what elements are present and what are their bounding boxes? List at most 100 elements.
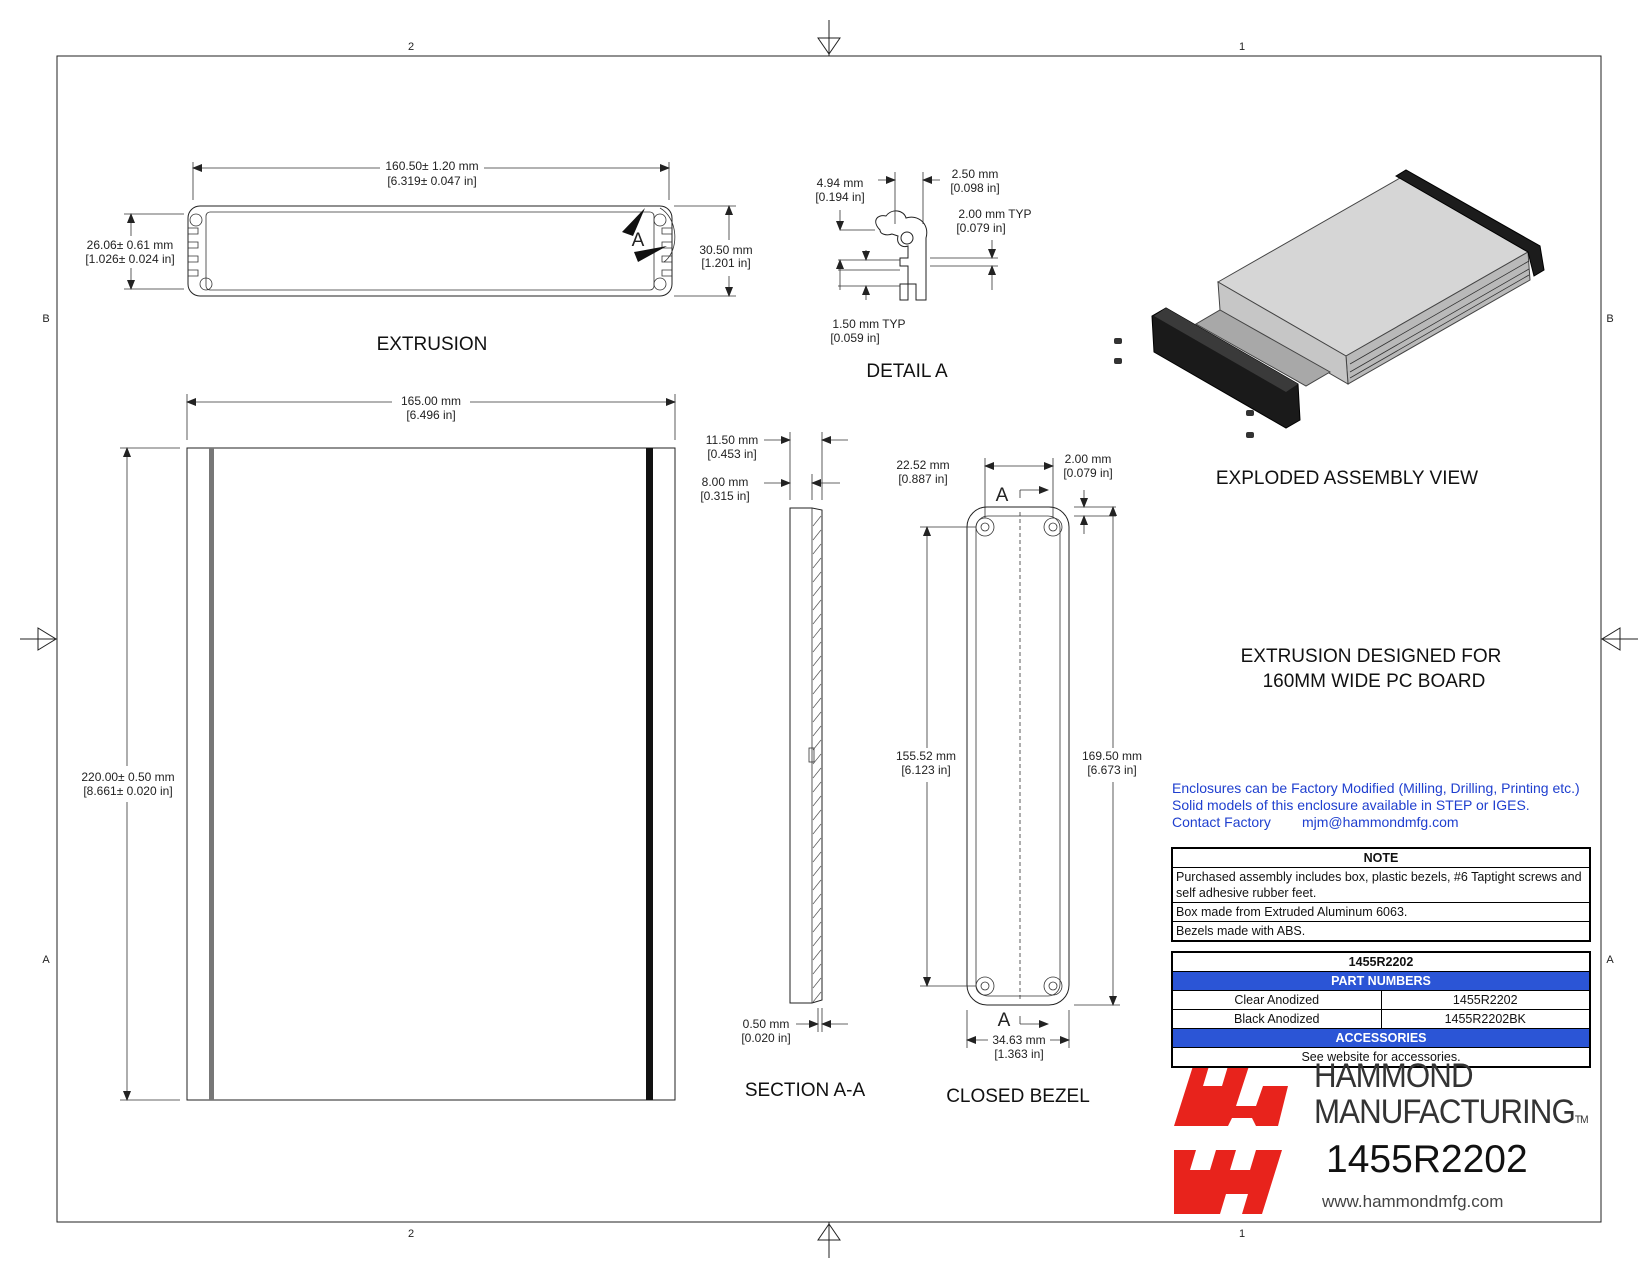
detail-a-d4-in: [0.059 in] xyxy=(830,331,879,345)
brand-name-line2-text: MANUFACTURING xyxy=(1314,1093,1576,1131)
note-table-header: NOTE xyxy=(1363,851,1399,865)
detail-a-title: DETAIL A xyxy=(866,361,948,382)
bezel-d5-in: [1.363 in] xyxy=(994,1047,1043,1061)
part-number-cell: 1455R2202 xyxy=(1452,993,1518,1007)
bezel-d1-mm: 22.52 mm xyxy=(896,458,949,472)
top-view-dim-length xyxy=(120,447,180,1101)
brand-part-number: 1455R2202 xyxy=(1326,1138,1528,1181)
brand-website-link[interactable]: www.hammondmfg.com xyxy=(1322,1192,1504,1211)
section-a-a-view xyxy=(789,507,823,1004)
section-hatch-line xyxy=(812,529,822,541)
section-hatch-line xyxy=(812,725,822,737)
section-hatch-line xyxy=(812,851,822,863)
detail-a-d4-mm: 1.50 mm TYP xyxy=(832,317,905,331)
accessories-label: ACCESSORIES xyxy=(1173,1028,1589,1047)
section-hatch-line xyxy=(812,781,822,793)
zone-label-top-1: 1 xyxy=(1239,41,1245,53)
section-d3-in: [0.020 in] xyxy=(741,1031,790,1045)
zone-label-left-b: B xyxy=(42,313,49,325)
section-d3-mm: 0.50 mm xyxy=(743,1017,790,1031)
top-view-width-mm: 165.00 mm xyxy=(401,394,461,408)
zone-label-left-a: A xyxy=(42,954,50,966)
bezel-d4-in: [6.673 in] xyxy=(1087,763,1136,777)
factory-note-line3: Contact Factory mjm@hammondmfg.com xyxy=(1172,814,1580,831)
detail-a-d3-in: [0.079 in] xyxy=(956,221,1005,235)
factory-note-email-link[interactable]: mjm@hammondmfg.com xyxy=(1301,814,1459,830)
extrusion-width-mm: 160.50± 1.20 mm xyxy=(385,159,478,173)
bezel-d2-in: [0.079 in] xyxy=(1063,466,1112,480)
extrusion-inner-height-mm: 26.06± 0.61 mm xyxy=(87,238,174,252)
section-hatch-line xyxy=(812,655,822,667)
brand-name: HAMMOND MANUFACTURINGTM xyxy=(1314,1057,1589,1138)
section-hatch-line xyxy=(812,935,822,947)
top-view-outline xyxy=(186,447,676,1101)
section-hatch-line xyxy=(812,669,822,681)
section-hatch-line xyxy=(812,823,822,835)
centering-mark-top xyxy=(817,20,841,56)
section-hatch-line xyxy=(812,627,822,639)
top-view-length-mm: 220.00± 0.50 mm xyxy=(81,770,174,784)
section-hatch-line xyxy=(812,865,822,877)
section-hatch-line xyxy=(812,795,822,807)
zone-label-right-b: B xyxy=(1606,313,1613,325)
table-row: Black Anodized 1455R2202BK xyxy=(1173,1009,1589,1028)
note-table-row: Box made from Extruded Aluminum 6063. xyxy=(1173,902,1589,921)
centering-mark-bottom xyxy=(817,1222,841,1258)
trademark-mark: TM xyxy=(1574,1114,1589,1126)
section-hatch-line xyxy=(812,907,822,919)
zone-label-top-2: 2 xyxy=(408,41,414,53)
section-hatch-line xyxy=(812,697,822,709)
bezel-d3-mm: 155.52 mm xyxy=(896,749,956,763)
section-d2-mm: 8.00 mm xyxy=(702,475,749,489)
finish-cell: Clear Anodized xyxy=(1173,991,1382,1009)
section-hatch-line xyxy=(812,683,822,695)
note-table-row: Bezels made with ABS. xyxy=(1173,921,1589,940)
extrusion-dim-inner-height xyxy=(124,213,184,290)
extrusion-detail-marker: A xyxy=(632,230,645,251)
closed-bezel-view xyxy=(966,490,1070,1024)
factory-note-line1: Enclosures can be Factory Modified (Mill… xyxy=(1172,780,1580,796)
top-view-dim-width xyxy=(186,394,676,440)
detail-a-dims xyxy=(836,172,998,300)
zone-label-bottom-1: 1 xyxy=(1239,1228,1245,1240)
section-dims xyxy=(764,432,848,1032)
section-hatch-line xyxy=(812,949,822,961)
bezel-title: CLOSED BEZEL xyxy=(946,1086,1090,1107)
detail-a-d1-in: [0.194 in] xyxy=(815,190,864,204)
design-note-line1: EXTRUSION DESIGNED FOR xyxy=(1241,646,1502,667)
zone-label-right-a: A xyxy=(1606,954,1614,966)
section-hatch-line xyxy=(812,893,822,905)
extrusion-outer-height-mm: 30.50 mm xyxy=(699,243,752,257)
zone-label-bottom-2: 2 xyxy=(408,1228,414,1240)
bezel-dims xyxy=(920,458,1120,1048)
centering-mark-left xyxy=(20,627,57,651)
detail-a-d2-in: [0.098 in] xyxy=(950,181,999,195)
bezel-d3-in: [6.123 in] xyxy=(901,763,950,777)
section-hatch-line xyxy=(812,543,822,555)
part-number-cell: 1455R2202BK xyxy=(1444,1012,1526,1026)
extrusion-profile xyxy=(187,205,676,297)
factory-note: Enclosures can be Factory Modified (Mill… xyxy=(1172,780,1580,831)
centering-mark-right xyxy=(1601,627,1638,651)
hammond-logo-mark xyxy=(1174,1066,1288,1214)
factory-note-contact-label: Contact Factory xyxy=(1172,814,1271,830)
section-hatch-line xyxy=(812,977,822,989)
extrusion-inner-height-in: [1.026± 0.024 in] xyxy=(85,252,174,266)
section-hatch-line xyxy=(812,837,822,849)
detail-a-profile xyxy=(875,210,928,301)
exploded-title: EXPLODED ASSEMBLY VIEW xyxy=(1216,468,1478,489)
section-hatch-line xyxy=(812,613,822,625)
factory-note-line2: Solid models of this enclosure available… xyxy=(1172,797,1530,813)
exploded-assembly-illustration xyxy=(1114,169,1545,438)
bezel-d2-mm: 2.00 mm xyxy=(1065,452,1112,466)
extrusion-dim-outer-height xyxy=(674,205,736,297)
bezel-d1-in: [0.887 in] xyxy=(898,472,947,486)
table-row: Clear Anodized 1455R2202 xyxy=(1173,990,1589,1009)
brand-name-line1: HAMMOND xyxy=(1314,1057,1474,1095)
section-d2-in: [0.315 in] xyxy=(700,489,749,503)
bezel-section-marker-top: A xyxy=(996,485,1009,506)
section-hatch-line xyxy=(812,557,822,569)
section-hatch-line xyxy=(812,767,822,779)
finish-cell: Black Anodized xyxy=(1173,1010,1382,1028)
